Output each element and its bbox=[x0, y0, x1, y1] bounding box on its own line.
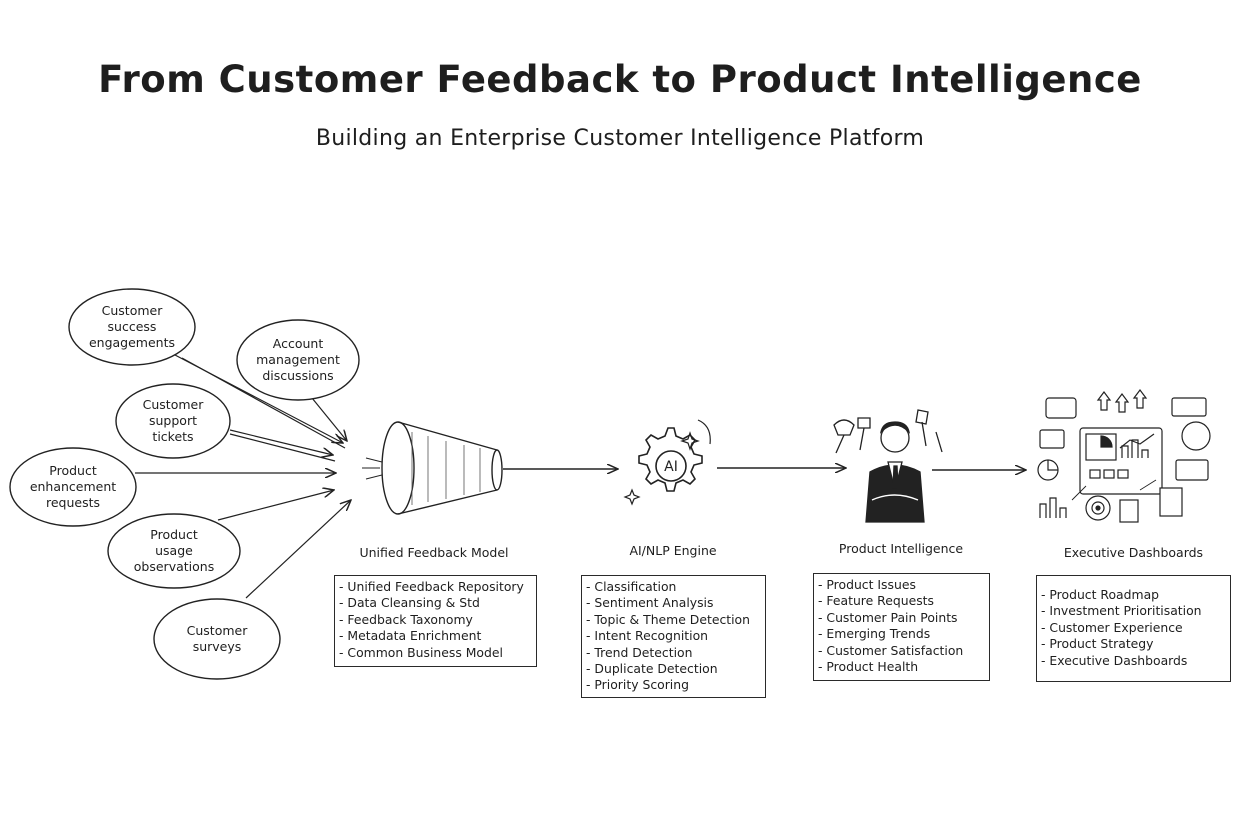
source-label-st-line-0: Customer bbox=[143, 397, 205, 412]
stage-list: Classification Sentiment Analysis Topic … bbox=[586, 579, 761, 694]
source-label-pe-line-0: Product bbox=[49, 463, 97, 478]
source-label-st-line-2: tickets bbox=[152, 429, 193, 444]
arrow-sv bbox=[245, 500, 351, 599]
page-title: From Customer Feedback to Product Intell… bbox=[98, 58, 1142, 101]
stage-list: Product Roadmap Investment Prioritisatio… bbox=[1041, 587, 1226, 669]
list-item: Feature Requests bbox=[818, 593, 985, 609]
stage-box-unified-feedback-model: Unified Feedback Repository Data Cleansi… bbox=[334, 575, 537, 667]
arrow-st-2 bbox=[229, 433, 336, 462]
list-item: Product Issues bbox=[818, 577, 985, 593]
source-label-am-line-1: management bbox=[256, 352, 340, 367]
list-item: Metadata Enrichment bbox=[339, 628, 532, 644]
source-label-pe-line-1: enhancement bbox=[30, 479, 116, 494]
list-item: Emerging Trends bbox=[818, 626, 985, 642]
list-item: Data Cleansing & Std bbox=[339, 595, 532, 611]
list-item: Intent Recognition bbox=[586, 628, 761, 644]
ellipse-usage-observations bbox=[107, 513, 241, 589]
ellipse-support-tickets bbox=[115, 383, 231, 459]
list-item: Duplicate Detection bbox=[586, 661, 761, 677]
list-item: Product Strategy bbox=[1041, 636, 1226, 652]
list-item: Topic & Theme Detection bbox=[586, 612, 761, 628]
source-label-pu-line-2: observations bbox=[134, 559, 214, 574]
page-subtitle: Building an Enterprise Customer Intellig… bbox=[315, 126, 925, 151]
arrow-cs-2 bbox=[181, 357, 346, 449]
source-arrows bbox=[135, 354, 351, 599]
ellipse-customer-success bbox=[68, 288, 196, 366]
dashboard-icon bbox=[1037, 389, 1211, 523]
source-label-cs-line-0: Customer bbox=[102, 303, 164, 318]
businessman-icon bbox=[833, 409, 943, 523]
list-item: Investment Prioritisation bbox=[1041, 603, 1226, 619]
stage-label-executive-dashboards: Executive Dashboards bbox=[1063, 545, 1204, 560]
ai-gear-icon bbox=[623, 419, 711, 506]
ellipse-account-management bbox=[236, 319, 360, 401]
list-item: Product Roadmap bbox=[1041, 587, 1226, 603]
ellipse-surveys bbox=[153, 598, 281, 680]
source-label-cs-line-2: engagements bbox=[89, 335, 175, 350]
stage-box-ai-nlp-engine: Classification Sentiment Analysis Topic … bbox=[581, 575, 766, 698]
stage-label-unified-feedback-model: Unified Feedback Model bbox=[359, 545, 509, 560]
source-label-sv-line-1: surveys bbox=[193, 639, 242, 654]
list-item: Unified Feedback Repository bbox=[339, 579, 532, 595]
list-item: Customer Pain Points bbox=[818, 610, 985, 626]
stage-list: Unified Feedback Repository Data Cleansi… bbox=[339, 579, 532, 661]
ellipse-enhancement-requests bbox=[9, 447, 137, 527]
source-label-st-line-1: support bbox=[149, 413, 197, 428]
list-item: Customer Experience bbox=[1041, 620, 1226, 636]
list-item: Common Business Model bbox=[339, 645, 532, 661]
source-label-pu-line-0: Product bbox=[150, 527, 198, 542]
arrow-am bbox=[311, 397, 347, 441]
source-label-cs-line-1: success bbox=[108, 319, 157, 334]
source-label-pe-line-2: requests bbox=[46, 495, 100, 510]
source-label-sv-line-0: Customer bbox=[187, 623, 249, 638]
stage-label-product-intelligence: Product Intelligence bbox=[838, 541, 964, 556]
arrow-st bbox=[229, 429, 333, 455]
stage-list: Product Issues Feature Requests Customer… bbox=[818, 577, 985, 675]
list-item: Classification bbox=[586, 579, 761, 595]
list-item: Priority Scoring bbox=[586, 677, 761, 693]
arrow-pu bbox=[217, 490, 334, 521]
stage-box-product-intelligence: Product Issues Feature Requests Customer… bbox=[813, 573, 990, 681]
source-label-am-line-0: Account bbox=[273, 336, 324, 351]
list-item: Trend Detection bbox=[586, 645, 761, 661]
list-item: Feedback Taxonomy bbox=[339, 612, 532, 628]
source-label-am-line-2: discussions bbox=[262, 368, 333, 383]
ai-icon-text: AI bbox=[664, 459, 678, 475]
list-item: Sentiment Analysis bbox=[586, 595, 761, 611]
source-label-pu-line-1: usage bbox=[155, 543, 193, 558]
list-item: Product Health bbox=[818, 659, 985, 675]
stage-box-executive-dashboards: Product Roadmap Investment Prioritisatio… bbox=[1036, 575, 1231, 682]
list-item: Executive Dashboards bbox=[1041, 653, 1226, 669]
stage-label-ai-nlp-engine: AI/NLP Engine bbox=[629, 543, 717, 558]
funnel-icon bbox=[362, 421, 503, 515]
list-item: Customer Satisfaction bbox=[818, 643, 985, 659]
